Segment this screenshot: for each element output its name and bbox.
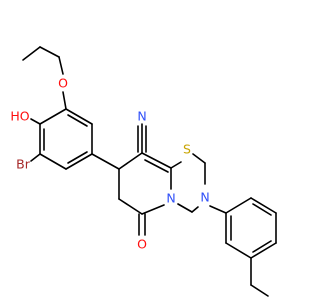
bond bbox=[225, 242, 252, 259]
bond bbox=[39, 46, 60, 58]
bond bbox=[65, 153, 93, 170]
bond bbox=[144, 159, 169, 173]
carbonyl-oxygen-atom: O bbox=[137, 237, 147, 252]
bond bbox=[250, 197, 277, 214]
bond bbox=[177, 203, 193, 213]
hydroxyl-group: HO bbox=[10, 109, 29, 124]
bond bbox=[30, 118, 41, 125]
nitrile-nitrogen-atom: N bbox=[137, 109, 146, 124]
molecule-structure: O HO Br N S N N O bbox=[10, 46, 277, 297]
atom-labels: O HO Br N S N N O bbox=[10, 76, 209, 252]
bond bbox=[170, 161, 182, 169]
bond bbox=[39, 153, 67, 170]
ring-nitrogen-atom: N bbox=[166, 191, 175, 206]
bond bbox=[192, 153, 206, 164]
bond bbox=[250, 242, 277, 259]
bond bbox=[252, 203, 272, 216]
bromine-atom: Br bbox=[16, 157, 31, 172]
bond bbox=[91, 153, 120, 170]
oxygen-atom: O bbox=[58, 76, 68, 91]
ring-nitrogen-atom: N bbox=[200, 190, 209, 205]
bond bbox=[250, 284, 269, 297]
bond bbox=[39, 108, 67, 125]
bond bbox=[191, 206, 199, 213]
bond bbox=[22, 46, 41, 61]
bond bbox=[209, 205, 227, 214]
sulfur-atom: S bbox=[183, 142, 191, 157]
bond bbox=[118, 198, 143, 215]
bond bbox=[252, 240, 272, 253]
bond bbox=[67, 114, 88, 127]
bonds bbox=[22, 46, 277, 297]
bond bbox=[225, 197, 252, 214]
molecule-canvas: O HO Br N S N N O bbox=[10, 46, 277, 297]
bond bbox=[62, 91, 67, 110]
bond bbox=[141, 152, 172, 169]
bond bbox=[67, 151, 88, 164]
bond bbox=[58, 56, 64, 75]
bond bbox=[65, 108, 93, 125]
bond bbox=[30, 153, 41, 162]
bond bbox=[118, 152, 143, 170]
bond bbox=[141, 204, 165, 215]
